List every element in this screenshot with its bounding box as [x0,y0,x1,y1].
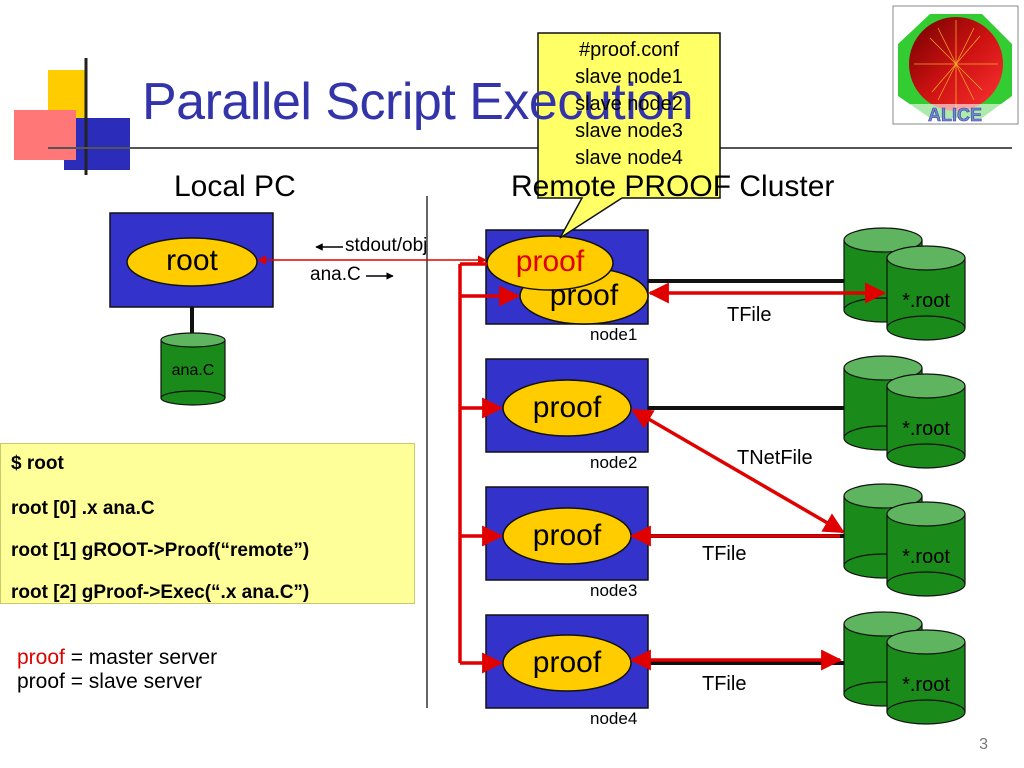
node3-root-files-label: *.root [902,546,950,568]
node2-label: node2 [590,453,638,472]
alice-logo: ALICE [892,5,1019,125]
console-line: root [0] .x ana.C [11,498,155,519]
callout-line: slave node1 [575,66,683,88]
legend-slave: proof = slave server [17,670,203,693]
master-proof-label: proof [515,245,585,278]
logo-text: ALICE [928,105,982,125]
proof-conf-callout [537,32,721,239]
page-number: 3 [979,736,988,753]
slide-title: Parallel Script Execution [142,73,694,131]
console-line: root [2] gProof->Exec(“.x ana.C”) [11,582,310,603]
node4-label: node4 [590,709,638,728]
legend: proof = master server proof = slave serv… [17,646,217,694]
node1-root-files-label: *.root [902,290,950,312]
console-line: root [1] gROOT->Proof(“remote”) [11,540,310,561]
node3-label: node3 [590,581,638,600]
tfile-label-1: TFile [727,304,772,326]
disk-node2 [843,355,966,469]
data-arrows [629,282,887,671]
anac-cylinder [160,332,226,406]
disk-node1 [843,227,966,341]
node2-proof-label: proof [532,391,602,424]
legend-master-text: = master server [64,646,218,669]
callout-line: #proof.conf [578,39,680,61]
tfile-label-3: TFile [702,543,747,565]
node1-label: node1 [590,325,638,344]
local-pc-label: Local PC [174,170,296,203]
legend-master: proof = master server [17,646,217,670]
anac-transfer-label: ana.C [310,264,361,285]
root-ellipse [126,237,258,287]
tfile-label-4: TFile [702,673,747,695]
console-box: $ root root [0] .x ana.C root [1] gROOT-… [0,443,415,604]
root-label: root [166,244,218,277]
callout-line: slave node3 [575,120,683,142]
node4-root-files-label: *.root [902,674,950,696]
title-decoration [14,58,1012,175]
proof-conf-text: #proof.conf slave node1 slave node2 slav… [540,37,718,172]
master-slave-bus [458,262,521,674]
stdout-label: stdout/obj [345,235,428,256]
anac-file-label: ana.C [171,362,215,379]
legend-master-word: proof [17,646,65,669]
node3-proof-label: proof [532,519,602,552]
tnetfile-label: TNetFile [737,447,813,469]
console-line: $ root [11,453,64,474]
remote-cluster-label: Remote PROOF Cluster [511,170,835,203]
disk-node4 [843,611,966,725]
callout-line: slave node4 [575,147,683,169]
node2-root-files-label: *.root [902,418,950,440]
node1-proof-label: proof [549,279,619,312]
node4-proof-label: proof [532,646,602,679]
callout-line: slave node2 [575,93,683,115]
disk-node3 [843,483,966,597]
